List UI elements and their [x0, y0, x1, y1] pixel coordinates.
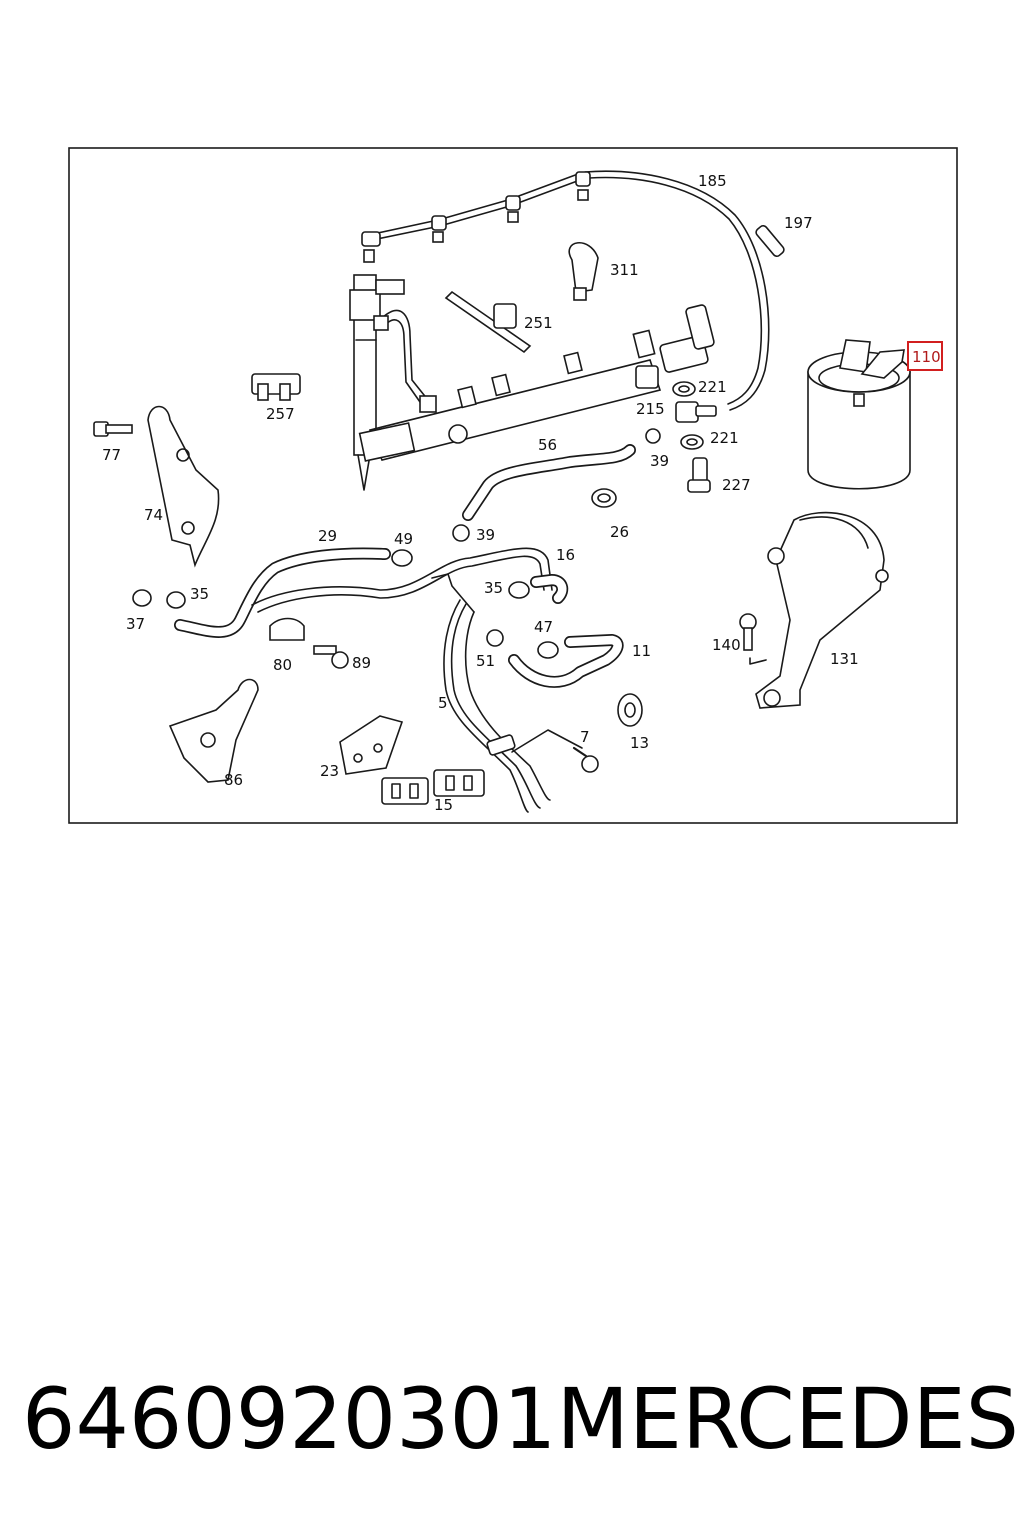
callout-label: 29	[318, 527, 337, 545]
part-clamp-26	[591, 488, 617, 508]
part-bracket-23	[339, 715, 404, 775]
part-bracket-74	[147, 405, 220, 568]
part-banjo-bolt-227	[687, 457, 711, 493]
part-clamp-35	[166, 581, 530, 609]
part-hose-11	[508, 634, 624, 688]
part-plug-197	[755, 224, 785, 258]
part-clamp-47	[537, 641, 559, 659]
part-holder-257	[251, 373, 301, 401]
callout-label: 39	[476, 526, 495, 544]
callout-label: 311	[610, 261, 639, 279]
callout-label: 49	[394, 530, 413, 548]
part-bracket-86	[168, 678, 259, 783]
callout-label: 13	[630, 734, 649, 752]
callout-label: 16	[556, 546, 575, 564]
callout-label: 221	[698, 378, 727, 396]
part-bolt-89	[313, 645, 349, 669]
part-return-line	[584, 170, 770, 411]
exploded-parts-diagram: 185 197 311 251 110 257 221 215 221 227 …	[68, 147, 958, 824]
part-bolt-7	[511, 729, 599, 773]
callout-label: 185	[698, 172, 727, 190]
callout-label: 140	[712, 636, 741, 654]
callout-label: 251	[524, 314, 553, 332]
callout-label: 77	[102, 446, 121, 464]
part-injector-pipe	[373, 309, 437, 413]
part-hose-16	[530, 574, 569, 604]
callout-label: 37	[126, 615, 145, 633]
part-clip-80	[269, 617, 305, 641]
callout-label: 86	[224, 771, 243, 789]
part-bracket-131	[755, 511, 889, 709]
callout-labels: 185 197 311 251 110 257 221 215 221 227 …	[102, 172, 943, 814]
callout-label: 47	[534, 618, 553, 636]
callout-label: 39	[650, 452, 669, 470]
callout-label: 56	[538, 436, 557, 454]
part-clamp-51	[486, 629, 504, 647]
highlighted-callout-label: 110	[912, 348, 941, 366]
callout-label: 23	[320, 762, 339, 780]
highlight-box	[907, 341, 943, 371]
part-bolt-77	[93, 421, 133, 437]
part-bolt-140	[739, 613, 767, 665]
part-hose-29	[174, 547, 553, 638]
callout-label: 221	[710, 429, 739, 447]
callout-label: 35	[190, 585, 209, 603]
diagram-frame	[68, 147, 958, 824]
part-clamp-37	[132, 589, 152, 607]
part-fuel-filter	[807, 339, 911, 490]
part-pipe-5	[431, 573, 551, 813]
part-fitting-215	[675, 401, 717, 423]
callout-label: 26	[610, 523, 629, 541]
brand-name: MERCEDES	[556, 1370, 1019, 1468]
part-clamp-49	[391, 549, 413, 567]
callout-label: 80	[273, 656, 292, 674]
part-number: 6460920301	[22, 1370, 557, 1468]
part-washer-221	[672, 381, 704, 450]
part-clip-holder-15	[381, 769, 485, 805]
callout-label: 11	[632, 642, 651, 660]
callout-label: 257	[266, 405, 295, 423]
part-clamp-39	[452, 428, 661, 542]
callout-label: 7	[580, 728, 590, 746]
part-cable-tie-251	[444, 290, 532, 354]
callout-label: 74	[144, 506, 163, 524]
callout-label: 5	[438, 694, 448, 712]
callout-label: 35	[484, 579, 503, 597]
callout-label: 89	[352, 654, 371, 672]
part-hose-56	[462, 444, 636, 521]
product-caption: 6460920301 MERCEDES	[22, 1364, 1019, 1474]
callout-label: 131	[830, 650, 859, 668]
part-injector	[349, 274, 405, 491]
callout-label: 215	[636, 400, 665, 418]
part-grommet-13	[617, 693, 643, 727]
callout-label: 227	[722, 476, 751, 494]
part-fuel-rail	[358, 304, 715, 462]
callout-label: 197	[784, 214, 813, 232]
part-leak-off-line	[361, 171, 591, 263]
part-clip-311	[568, 241, 599, 301]
callout-label: 51	[476, 652, 495, 670]
callout-label: 15	[434, 796, 453, 814]
